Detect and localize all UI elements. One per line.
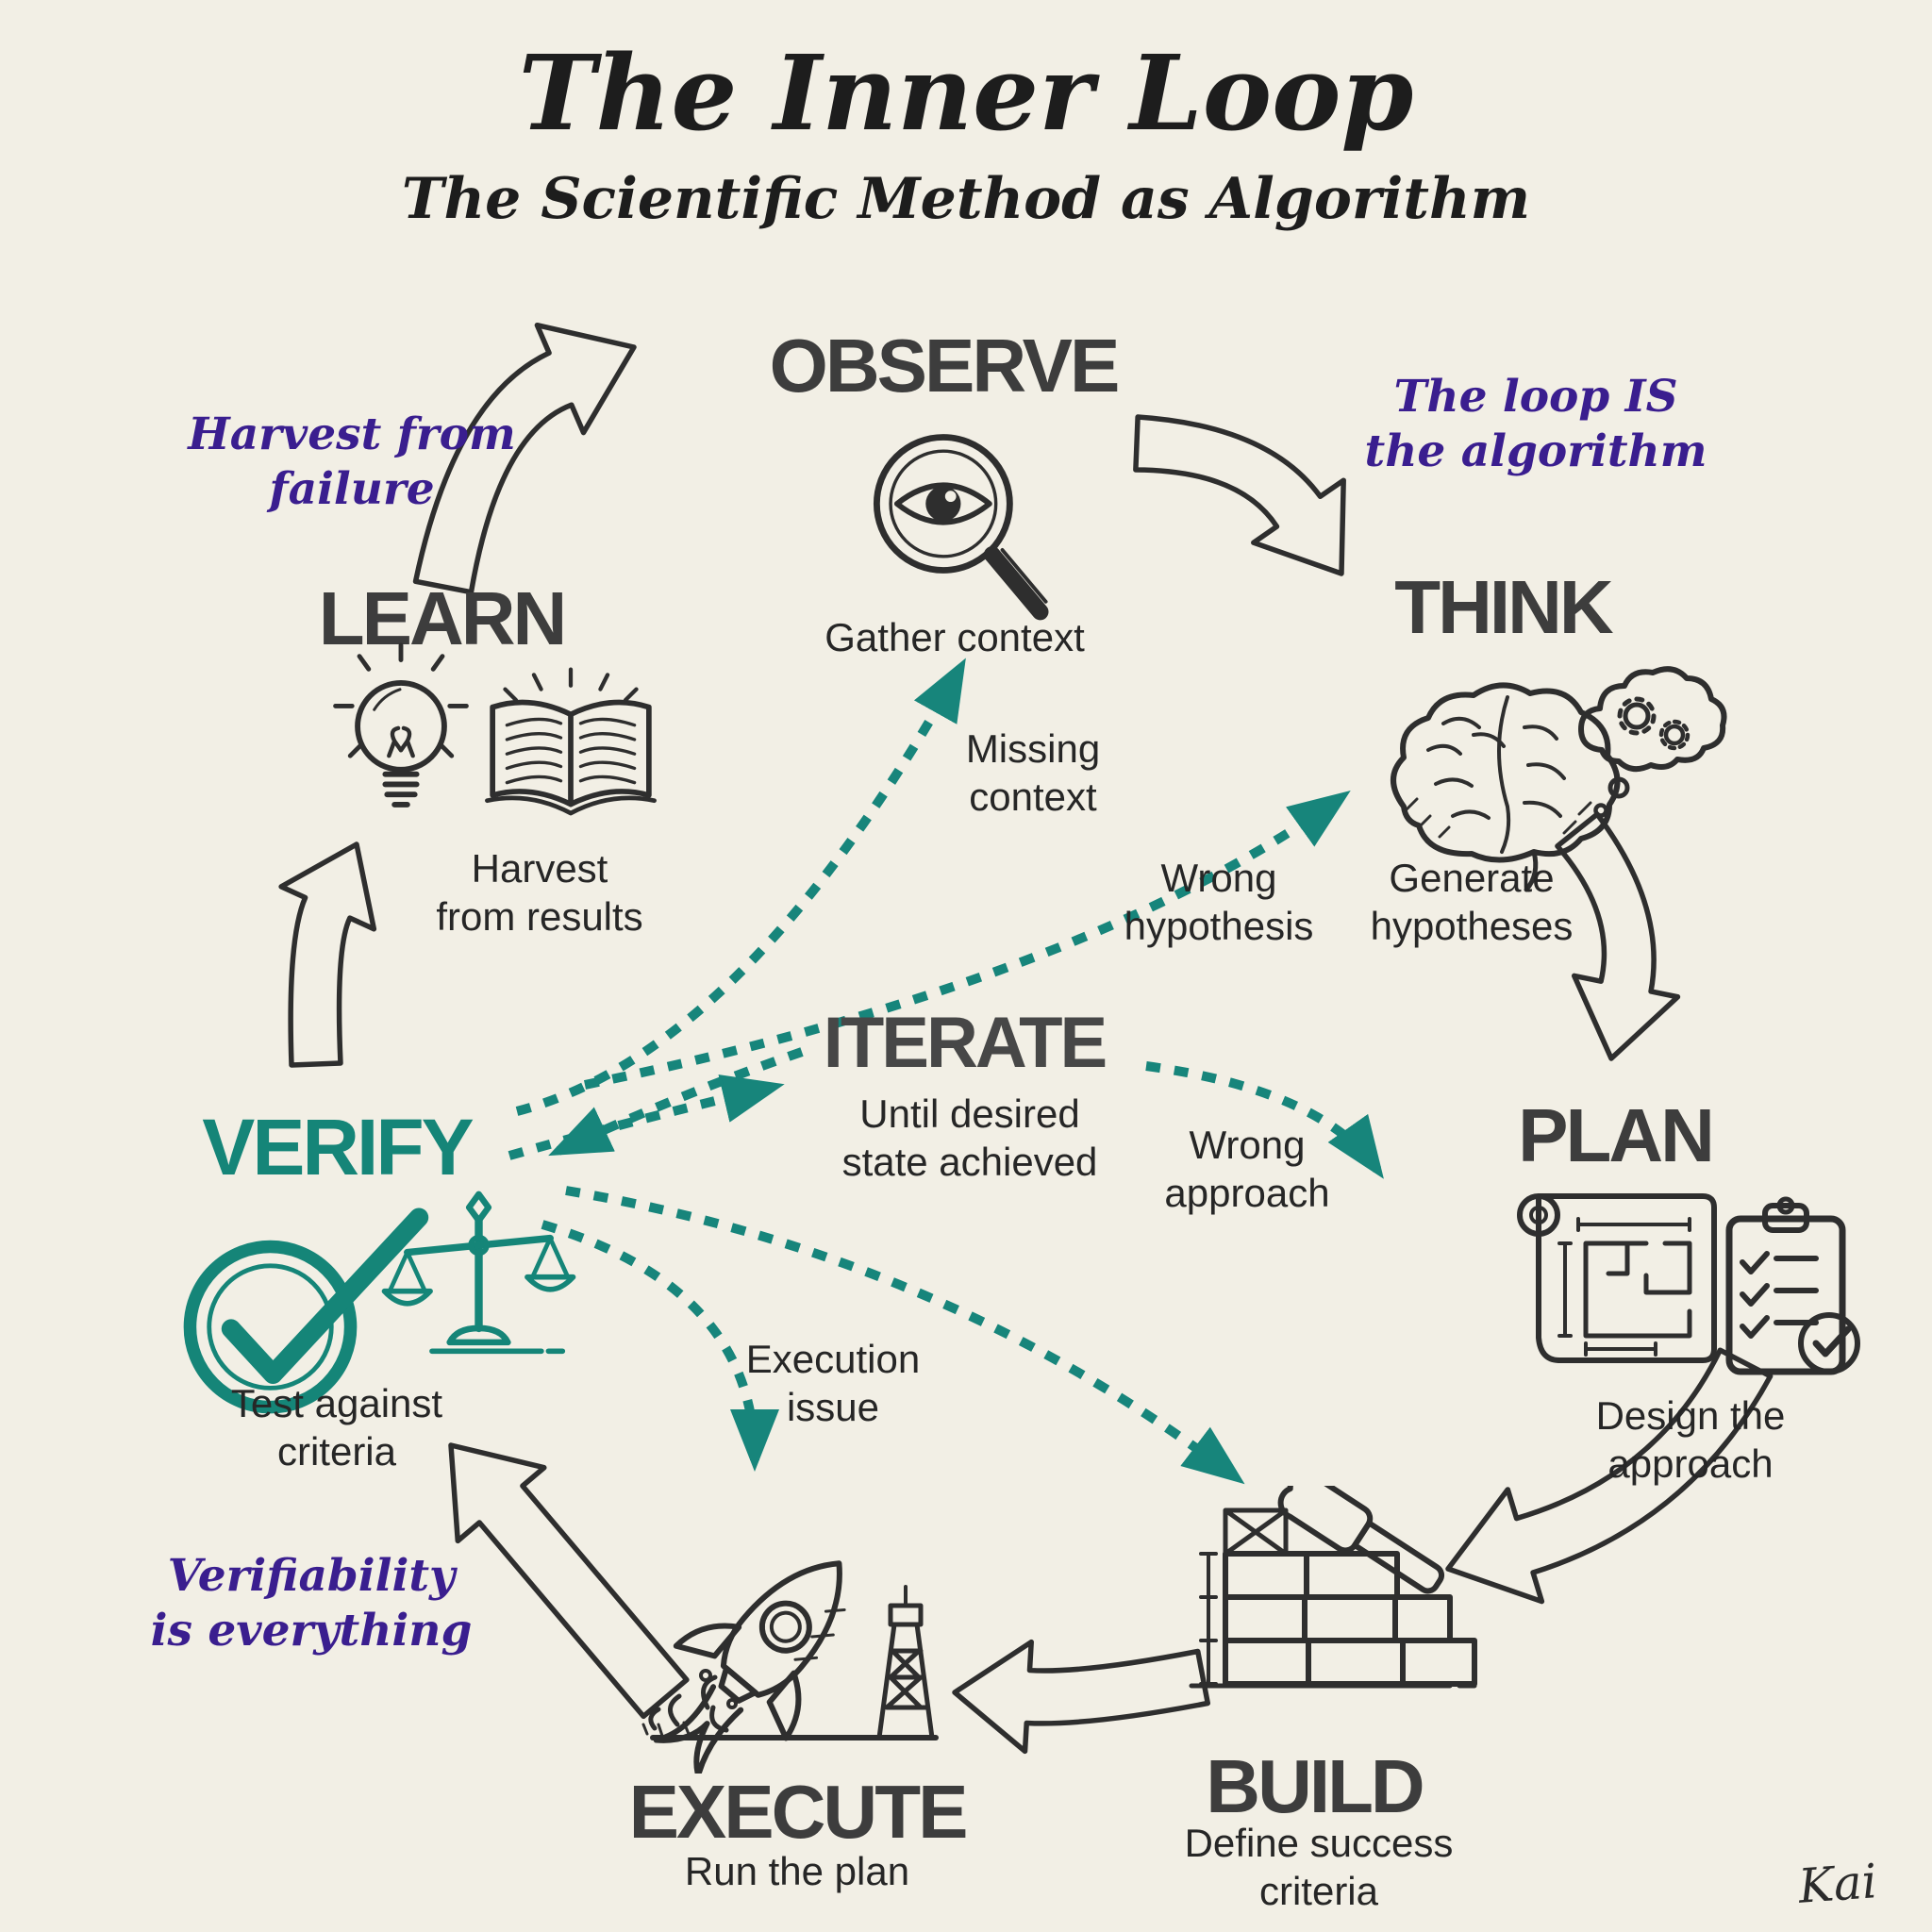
stage-execute-label: EXECUTE — [628, 1770, 969, 1854]
stage-build-label: BUILD — [1206, 1744, 1424, 1828]
stage-iterate-label: ITERATE — [823, 1003, 1108, 1083]
feedback-verify-to-build — [565, 1186, 1245, 1485]
arrow-think-to-plan — [1555, 811, 1681, 1061]
annotation-loop-is-algorithm: The loop IS the algorithm — [1364, 371, 1707, 478]
stage-plan-label: PLAN — [1518, 1093, 1715, 1177]
stage-observe-caption: Gather context — [824, 615, 1085, 659]
arrow-build-to-execute — [952, 1639, 1211, 1755]
feedback-wrong-approach-label: Wrong approach — [1164, 1123, 1330, 1216]
stage-think-label: THINK — [1394, 565, 1613, 649]
stage-execute-caption: Run the plan — [684, 1849, 910, 1893]
check-circle-icon — [183, 1208, 429, 1414]
feedback-verify-to-think — [583, 791, 1351, 1090]
brick-wall-hammer-icon — [1189, 1486, 1477, 1689]
arrow-learn-to-observe — [412, 322, 637, 595]
page-title: The Inner Loop — [518, 32, 1414, 154]
stage-think-caption: Generate hypotheses — [1370, 856, 1574, 949]
stage-build-caption: Define success criteria — [1184, 1821, 1454, 1914]
arrow-plan-to-build — [1445, 1347, 1774, 1605]
page-subtitle: The Scientific Method as Algorithm — [401, 166, 1531, 232]
feedback-iterate-to-plan — [1145, 1061, 1384, 1179]
stage-learn-label: LEARN — [318, 576, 568, 660]
arrow-verify-to-learn — [278, 841, 377, 1068]
feedback-wrong-hypothesis-label: Wrong hypothesis — [1124, 856, 1314, 949]
feedback-execution-issue-label: Execution issue — [745, 1337, 921, 1430]
annotation-verifiability: Verifiability is everything — [150, 1550, 473, 1657]
feedback-missing-context-label: Missing context — [965, 726, 1101, 820]
arrow-execute-to-verify — [448, 1442, 690, 1720]
lightbulb-icon — [333, 642, 469, 808]
arrow-observe-to-think — [1133, 414, 1346, 576]
magnifying-glass-eye-icon — [873, 434, 1049, 621]
annotation-harvest-from-failure: Harvest from failure — [188, 408, 516, 516]
signature: Kai — [1796, 1854, 1879, 1914]
brain-thought-gears-icon — [1391, 666, 1727, 892]
feedback-verify-to-observe — [515, 658, 966, 1116]
stage-verify-label: VERIFY — [202, 1103, 474, 1191]
stage-observe-label: OBSERVE — [769, 324, 1121, 408]
open-book-icon — [485, 667, 657, 816]
blueprint-checklist-icon — [1517, 1193, 1860, 1375]
rocket-launch-icon — [641, 1560, 939, 1774]
stage-verify-caption: Test against criteria — [230, 1381, 443, 1474]
stage-iterate-caption: Until desired state achieved — [841, 1091, 1098, 1185]
balance-scales-icon — [381, 1191, 576, 1355]
stage-learn-caption: Harvest from results — [436, 846, 643, 940]
feedback-iterate-to-verify — [548, 1047, 804, 1157]
feedback-verify-to-iterate — [508, 1074, 785, 1160]
stage-plan-caption: Design the approach — [1595, 1393, 1786, 1487]
